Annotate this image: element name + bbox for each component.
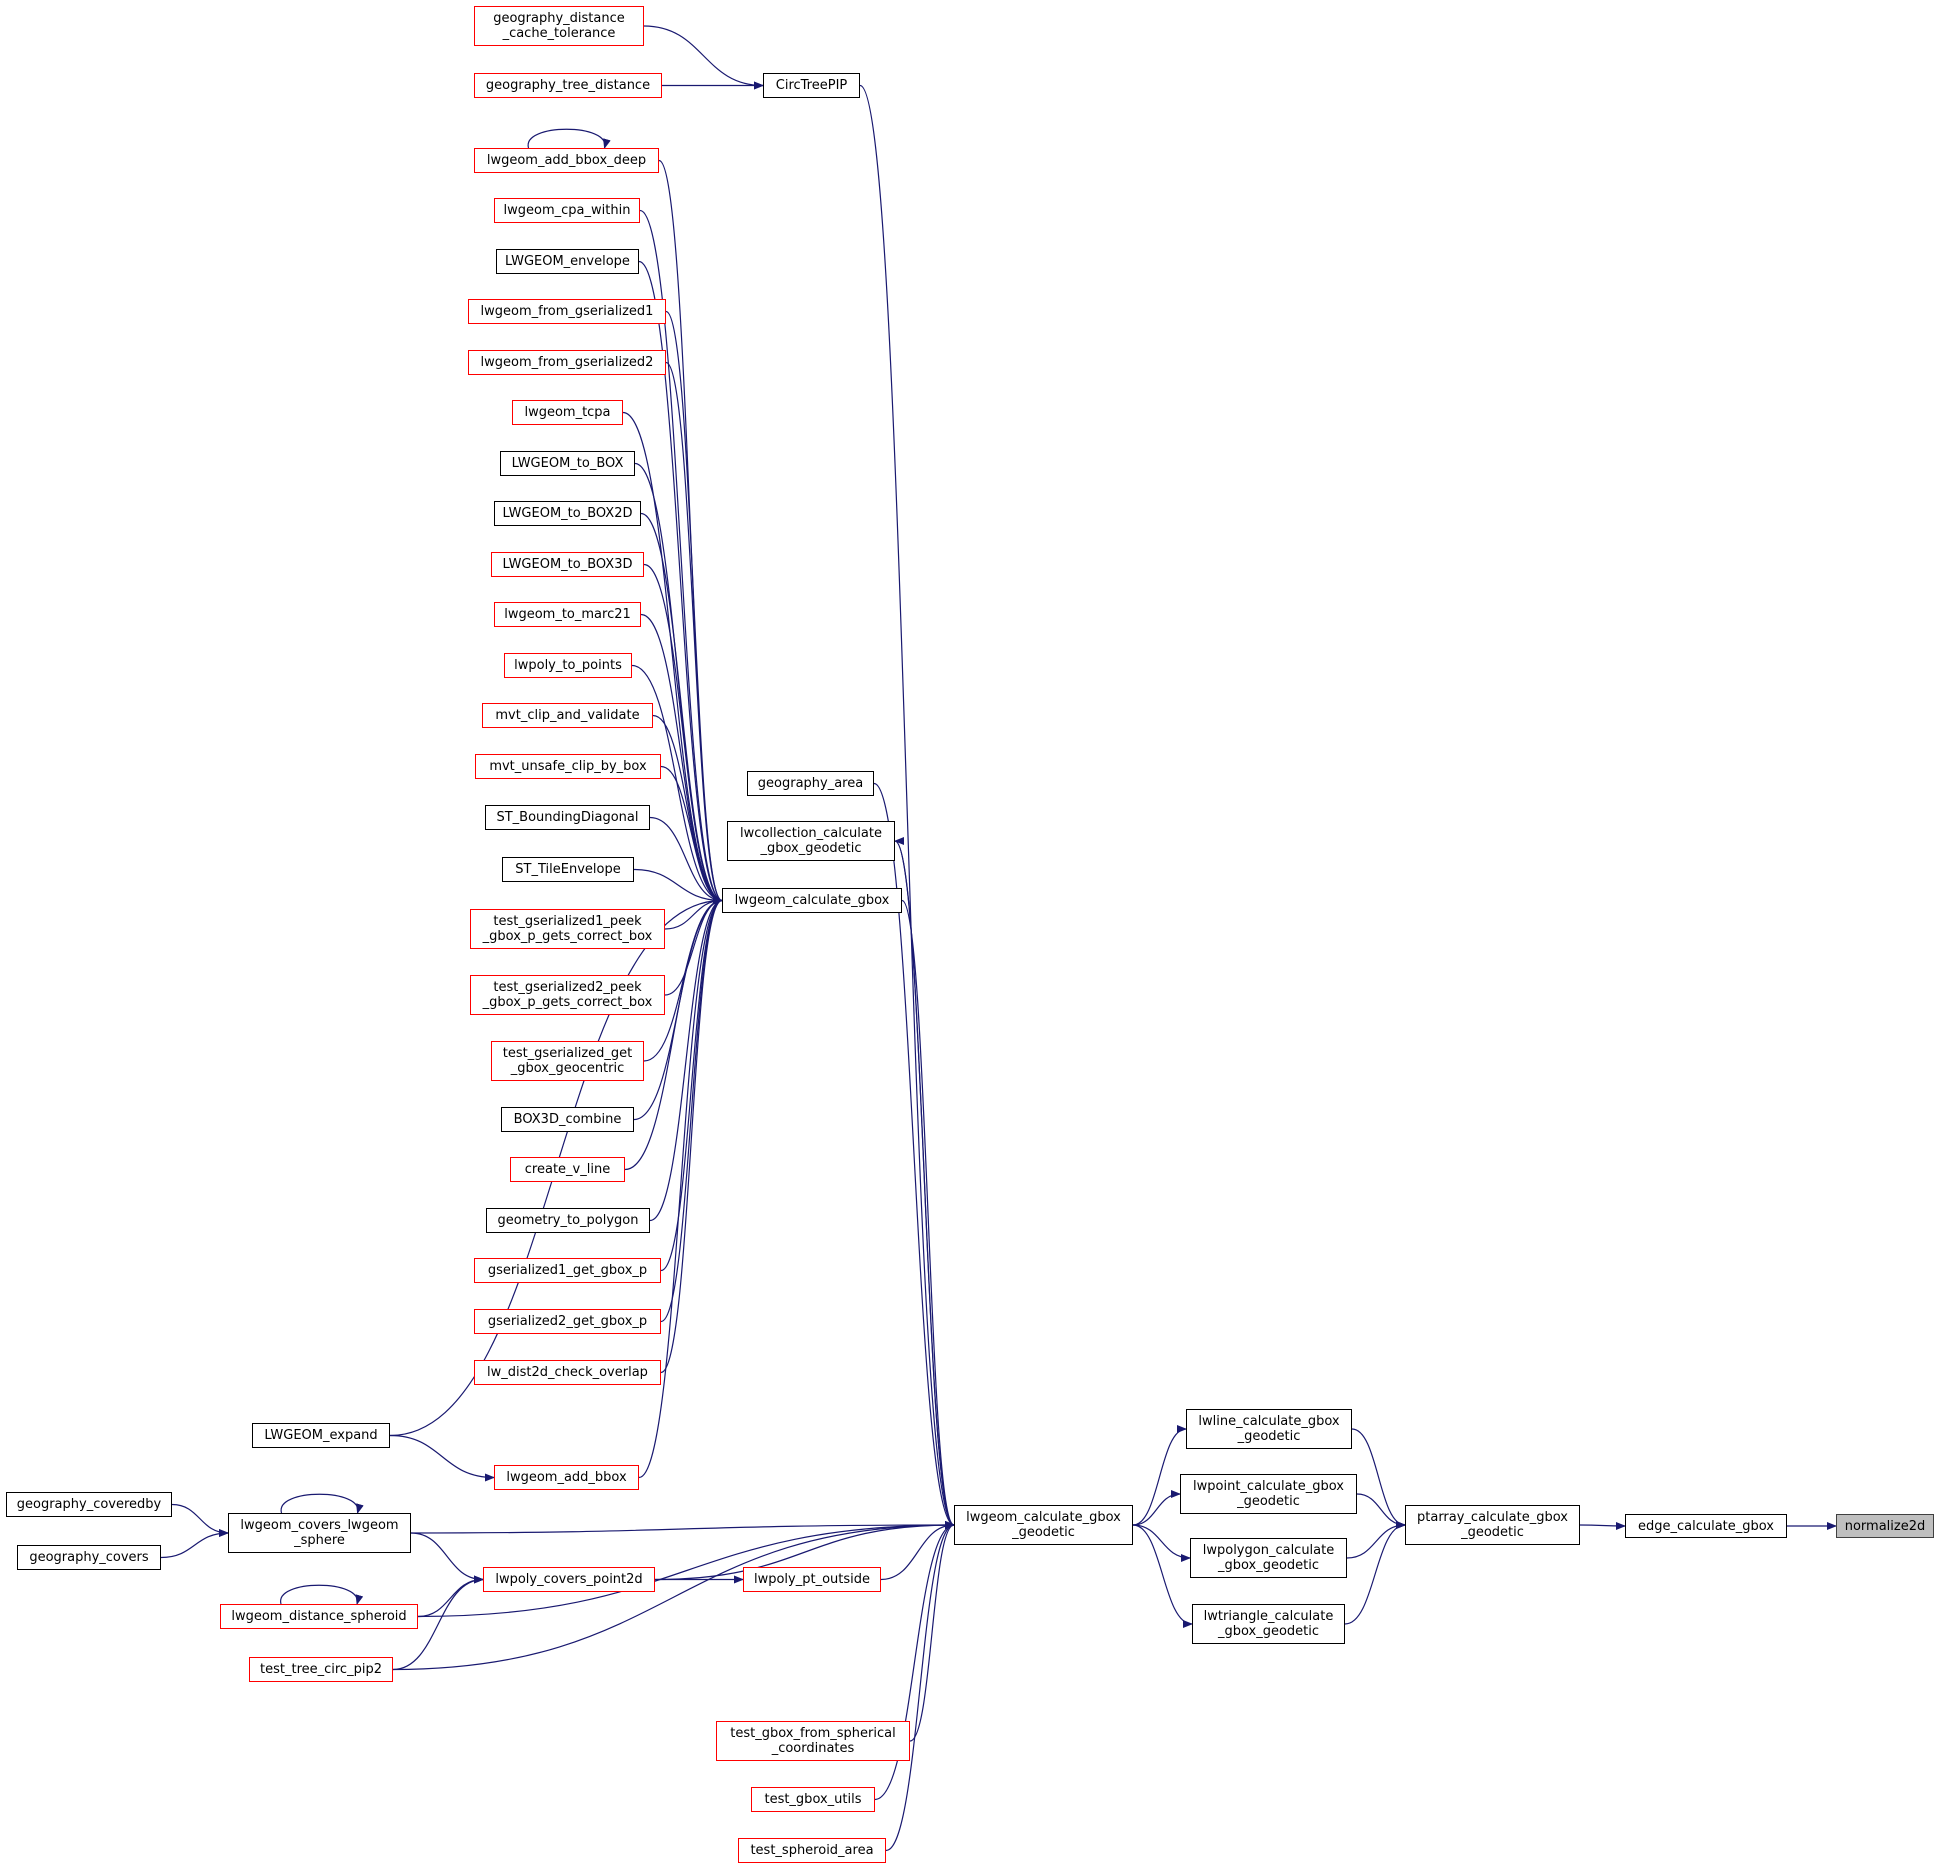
node-lwgeom-add-bbox[interactable]: lwgeom_add_bbox	[494, 1465, 639, 1490]
edge-geography-distance-cache-tolerance-to-circ-tree-pip	[643, 25, 764, 90]
node-edge-calculate-gbox[interactable]: edge_calculate_gbox	[1625, 1514, 1787, 1538]
edge-lwgeom-calculate-gbox-geodetic-to-lwpolygon-calculate-gbox-geodetic	[1132, 1524, 1191, 1562]
node-lwgeom-cpa-within[interactable]: lwgeom_cpa_within	[494, 198, 640, 223]
node-lwgeom-from-gserialized2[interactable]: lwgeom_from_gserialized2	[468, 350, 666, 375]
edge-geography-covers-to-lwgeom-covers-lwgeom-sphere	[160, 1529, 229, 1559]
node-lw-dist2d-check-overlap[interactable]: lw_dist2d_check_overlap	[474, 1360, 661, 1385]
edge-st-tile-envelope-to-lwgeom-calculate-gbox	[633, 868, 723, 905]
node-lwpoly-covers-point2d[interactable]: lwpoly_covers_point2d	[483, 1567, 655, 1592]
edge-test-spheroid-area-to-lwgeom-calculate-gbox-geodetic	[885, 1521, 955, 1852]
edge-geography-coveredby-to-lwgeom-covers-lwgeom-sphere	[171, 1503, 229, 1537]
node-lwgeom-envelope[interactable]: LWGEOM_envelope	[496, 249, 639, 274]
edge-lwpoly-covers-point2d-to-lwgeom-calculate-gbox-geodetic	[654, 1521, 955, 1581]
edge-lw-dist2d-check-overlap-to-lwgeom-calculate-gbox	[660, 896, 723, 1374]
node-test-gbox-utils[interactable]: test_gbox_utils	[751, 1787, 875, 1812]
edge-lwgeom-expand-to-lwgeom-add-bbox	[389, 1434, 495, 1482]
node-lwtriangle-calculate-gbox-geodetic[interactable]: lwtriangle_calculate _gbox_geodetic	[1192, 1604, 1345, 1644]
edge-lwpolygon-calculate-gbox-geodetic-to-ptarray-calculate-gbox-geodetic	[1346, 1521, 1406, 1559]
edge-lwgeom-covers-lwgeom-sphere-to-lwgeom-calculate-gbox-geodetic	[410, 1521, 955, 1534]
edge-lwtriangle-calculate-gbox-geodetic-to-ptarray-calculate-gbox-geodetic	[1344, 1521, 1406, 1625]
edge-lwgeom-calculate-gbox-to-lwgeom-calculate-gbox-geodetic	[901, 899, 955, 1529]
edge-lwgeom-calculate-gbox-geodetic-to-lwline-calculate-gbox-geodetic	[1132, 1425, 1187, 1526]
edge-lwgeom-add-bbox-deep-to-lwgeom-add-bbox-deep	[527, 128, 611, 149]
node-box3-d-combine[interactable]: BOX3D_combine	[501, 1107, 634, 1132]
edge-lwpoly-pt-outside-to-lwgeom-calculate-gbox-geodetic	[880, 1521, 955, 1581]
node-lwcollection-calculate-gbox-geodetic[interactable]: lwcollection_calculate _gbox_geodetic	[727, 821, 895, 861]
node-ptarray-calculate-gbox-geodetic[interactable]: ptarray_calculate_gbox _geodetic	[1405, 1505, 1580, 1545]
node-geography-area[interactable]: geography_area	[747, 771, 874, 796]
node-lwgeom-calculate-gbox[interactable]: lwgeom_calculate_gbox	[722, 888, 902, 913]
node-normalize2d: normalize2d	[1836, 1514, 1934, 1538]
node-lwgeom-to-box3-d[interactable]: LWGEOM_to_BOX3D	[491, 552, 644, 577]
edge-lwgeom-distance-spheroid-to-lwpoly-covers-point2d	[417, 1575, 484, 1618]
node-lwgeom-to-box2-d[interactable]: LWGEOM_to_BOX2D	[494, 501, 641, 526]
edge-lwgeom-covers-lwgeom-sphere-to-lwpoly-covers-point2d	[410, 1532, 484, 1584]
node-mvt-unsafe-clip-by-box[interactable]: mvt_unsafe_clip_by_box	[475, 754, 661, 779]
node-geometry-to-polygon[interactable]: geometry_to_polygon	[486, 1208, 650, 1233]
edge-lwgeom-calculate-gbox-geodetic-to-lwcollection-calculate-gbox-geodetic	[894, 837, 955, 1526]
node-lwpoly-to-points[interactable]: lwpoly_to_points	[504, 653, 632, 678]
edge-test-tree-circ-pip2-to-lwpoly-covers-point2d	[392, 1575, 484, 1671]
node-lwgeom-add-bbox-deep[interactable]: lwgeom_add_bbox_deep	[474, 148, 659, 173]
node-test-gserialized2-peek[interactable]: test_gserialized2_peek _gbox_p_gets_corr…	[470, 975, 665, 1015]
node-test-gbox-from-spherical-coordinates[interactable]: test_gbox_from_spherical _coordinates	[716, 1721, 910, 1761]
node-st-bounding-diagonal[interactable]: ST_BoundingDiagonal	[485, 805, 650, 830]
node-lwgeom-covers-lwgeom-sphere[interactable]: lwgeom_covers_lwgeom _sphere	[228, 1513, 411, 1553]
edge-test-tree-circ-pip2-to-lwgeom-calculate-gbox-geodetic	[392, 1521, 955, 1671]
node-mvt-clip-and-validate[interactable]: mvt_clip_and_validate	[482, 703, 653, 728]
edge-circ-tree-pip-to-lwgeom-calculate-gbox-geodetic	[859, 84, 955, 1529]
node-gserialized1-get-gbox-p[interactable]: gserialized1_get_gbox_p	[474, 1258, 661, 1283]
edge-create-v-line-to-lwgeom-calculate-gbox	[624, 896, 723, 1171]
node-lwgeom-to-box[interactable]: LWGEOM_to_BOX	[500, 451, 635, 476]
node-geography-tree-distance[interactable]: geography_tree_distance	[474, 73, 662, 98]
edge-lwgeom-calculate-gbox-geodetic-to-lwtriangle-calculate-gbox-geodetic	[1132, 1524, 1193, 1628]
node-lwpoint-calculate-gbox-geodetic[interactable]: lwpoint_calculate_gbox _geodetic	[1180, 1474, 1357, 1514]
edge-lwgeom-to-marc21-to-lwgeom-calculate-gbox	[640, 613, 723, 905]
node-lwpoly-pt-outside[interactable]: lwpoly_pt_outside	[743, 1567, 881, 1592]
edge-st-bounding-diagonal-to-lwgeom-calculate-gbox	[649, 816, 723, 905]
node-test-gserialized-get-gbox-geocentric[interactable]: test_gserialized_get _gbox_geocentric	[491, 1041, 644, 1081]
edge-test-gbox-utils-to-lwgeom-calculate-gbox-geodetic	[874, 1521, 955, 1801]
edge-geometry-to-polygon-to-lwgeom-calculate-gbox	[649, 896, 723, 1222]
edge-lwgeom-envelope-to-lwgeom-calculate-gbox	[638, 260, 723, 905]
edge-lwgeom-from-gserialized2-to-lwgeom-calculate-gbox	[665, 361, 723, 905]
edge-test-gbox-from-spherical-coordinates-to-lwgeom-calculate-gbox-geodetic	[909, 1521, 955, 1742]
node-lwgeom-tcpa[interactable]: lwgeom_tcpa	[512, 400, 623, 425]
edge-lwline-calculate-gbox-geodetic-to-ptarray-calculate-gbox-geodetic	[1351, 1428, 1406, 1529]
node-test-tree-circ-pip2[interactable]: test_tree_circ_pip2	[249, 1657, 393, 1682]
node-lwpolygon-calculate-gbox-geodetic[interactable]: lwpolygon_calculate _gbox_geodetic	[1190, 1538, 1347, 1578]
node-circ-tree-pip[interactable]: CircTreePIP	[763, 73, 860, 98]
node-lwgeom-distance-spheroid[interactable]: lwgeom_distance_spheroid	[220, 1604, 418, 1629]
node-geography-distance-cache-tolerance[interactable]: geography_distance _cache_tolerance	[474, 6, 644, 46]
node-create-v-line[interactable]: create_v_line	[510, 1157, 625, 1182]
node-lwline-calculate-gbox-geodetic[interactable]: lwline_calculate_gbox _geodetic	[1186, 1409, 1352, 1449]
edge-ptarray-calculate-gbox-geodetic-to-edge-calculate-gbox	[1579, 1521, 1626, 1530]
edge-lwgeom-cpa-within-to-lwgeom-calculate-gbox	[639, 209, 723, 905]
edge-lwgeom-distance-spheroid-to-lwgeom-calculate-gbox-geodetic	[417, 1521, 955, 1618]
node-lwgeom-from-gserialized1[interactable]: lwgeom_from_gserialized1	[468, 299, 666, 324]
node-test-spheroid-area[interactable]: test_spheroid_area	[738, 1838, 886, 1863]
edge-lwpoint-calculate-gbox-geodetic-to-ptarray-calculate-gbox-geodetic	[1356, 1493, 1406, 1529]
edge-lwgeom-distance-spheroid-to-lwgeom-distance-spheroid	[280, 1584, 364, 1605]
node-gserialized2-get-gbox-p[interactable]: gserialized2_get_gbox_p	[474, 1309, 661, 1334]
edge-lwgeom-add-bbox-to-lwgeom-calculate-gbox	[638, 896, 723, 1479]
edge-lwgeom-to-box3-d-to-lwgeom-calculate-gbox	[643, 563, 723, 905]
node-lwgeom-expand[interactable]: LWGEOM_expand	[252, 1423, 390, 1448]
node-geography-covers[interactable]: geography_covers	[17, 1545, 161, 1570]
edge-lwgeom-covers-lwgeom-sphere-to-lwgeom-covers-lwgeom-sphere	[280, 1493, 364, 1514]
edge-lwgeom-calculate-gbox-geodetic-to-lwpoint-calculate-gbox-geodetic	[1132, 1490, 1181, 1526]
edge-lwgeom-tcpa-to-lwgeom-calculate-gbox	[622, 411, 723, 905]
node-lwgeom-to-marc21[interactable]: lwgeom_to_marc21	[494, 602, 641, 627]
node-test-gserialized1-peek[interactable]: test_gserialized1_peek _gbox_p_gets_corr…	[470, 909, 665, 949]
node-lwgeom-calculate-gbox-geodetic[interactable]: lwgeom_calculate_gbox _geodetic	[954, 1505, 1133, 1545]
node-st-tile-envelope[interactable]: ST_TileEnvelope	[502, 857, 634, 882]
edge-mvt-unsafe-clip-by-box-to-lwgeom-calculate-gbox	[660, 765, 723, 905]
node-geography-coveredby[interactable]: geography_coveredby	[6, 1492, 172, 1517]
edge-gserialized1-get-gbox-p-to-lwgeom-calculate-gbox	[660, 896, 723, 1272]
